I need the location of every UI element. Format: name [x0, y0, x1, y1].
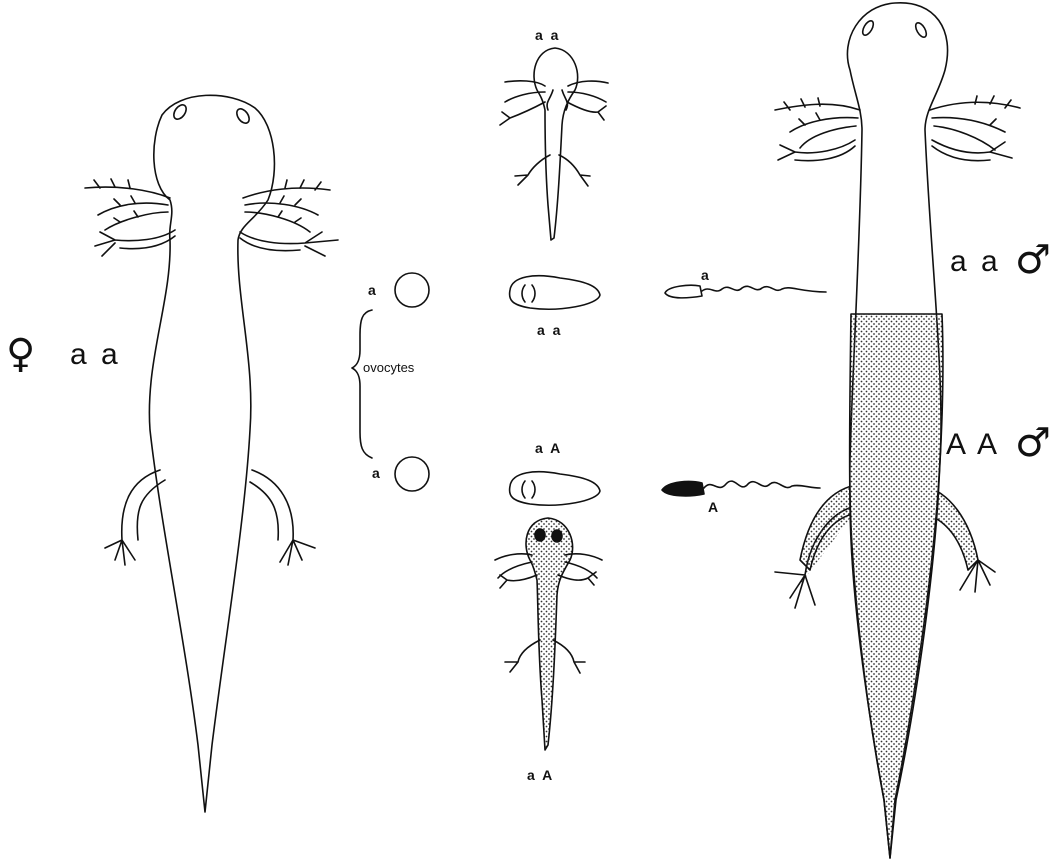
ovocyte-top-allele: a: [368, 283, 378, 297]
larva-top-genotype: a a: [535, 28, 560, 42]
ovocytes-label: ovocytes: [363, 361, 414, 374]
sperm-top: [665, 285, 826, 298]
female-axolotl: [85, 95, 338, 812]
male-upper-symbol: ♂: [1015, 240, 1051, 280]
embryo-bottom-genotype: a A: [535, 441, 562, 455]
sperm-top-allele: a: [701, 268, 711, 282]
male-lower-symbol: ♂: [1015, 423, 1051, 463]
ovocyte-top: [395, 273, 429, 307]
embryo-top: [510, 276, 600, 309]
embryo-top-genotype: a a: [537, 323, 562, 337]
male-lower-genotype: A A: [946, 430, 1000, 460]
female-genotype: a a: [70, 340, 121, 370]
larva-top: [500, 48, 608, 240]
ovocytes-bracket: [352, 310, 372, 458]
ovocyte-bottom: [395, 457, 429, 491]
sperm-bottom: [662, 481, 820, 496]
larva-bottom: [495, 518, 602, 750]
female-symbol: ♀: [6, 334, 35, 374]
male-upper-genotype: a a: [950, 247, 1001, 277]
larva-bottom-genotype: a A: [527, 768, 554, 782]
ovocyte-bottom-allele: a: [372, 466, 382, 480]
sperm-bottom-allele: A: [708, 500, 720, 514]
embryo-bottom: [510, 472, 600, 505]
